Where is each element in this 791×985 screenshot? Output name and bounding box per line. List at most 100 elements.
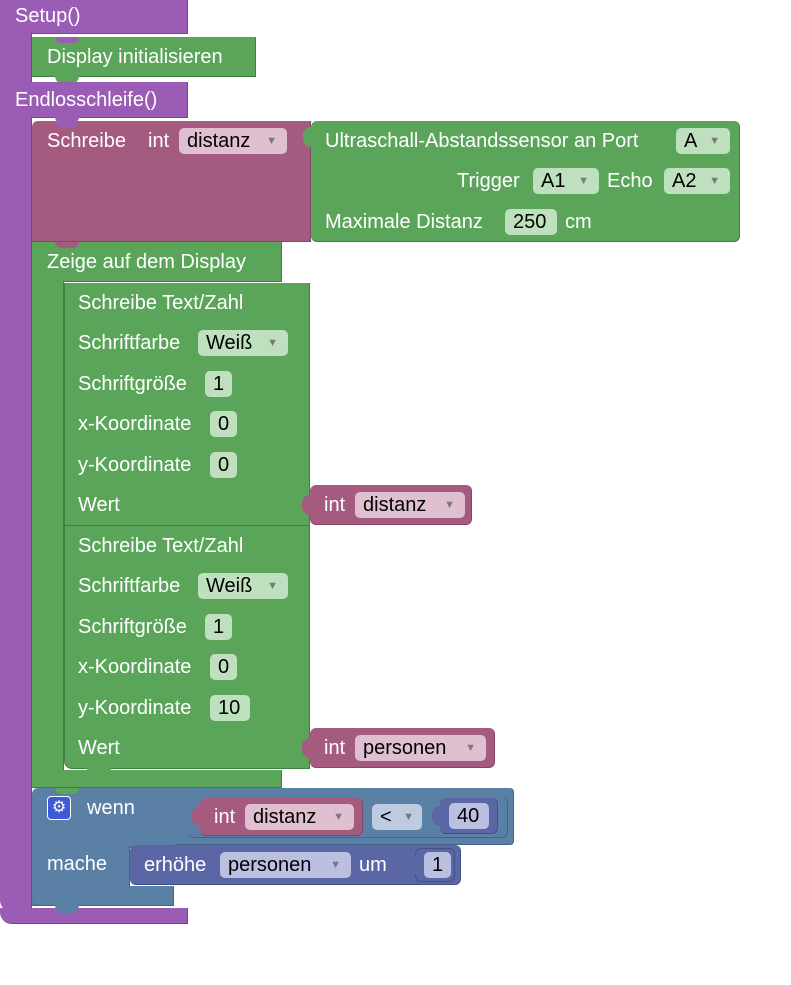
write1-size-text: 1 [213,373,225,395]
increment-value-text: 1 [432,854,444,876]
trigger-text: A1 [541,170,566,192]
if-block-bottom [32,886,174,906]
write1-label: Schreibe Text/Zahl [78,292,244,314]
assign-type: int [148,130,170,152]
display-label: Zeige auf dem Display [47,251,246,273]
if-bottom-tab [55,905,79,913]
write1-value-type: int [324,494,346,516]
echo-dropdown[interactable]: A2 ▼ [664,168,730,194]
loop-notch [55,117,79,123]
write1-color-dropdown[interactable]: Weiß ▼ [198,330,288,356]
display-notch [55,242,79,248]
dropdown-arrow-icon: ▼ [578,175,589,187]
gear-icon[interactable]: ⚙ [47,796,71,820]
if-notch [55,788,79,794]
write2-value-var-text: personen [363,737,447,759]
cond-type: int [214,806,236,828]
write1-color-text: Weiß [206,332,253,354]
dropdown-arrow-icon: ▼ [333,811,344,823]
maxdist-field[interactable]: 250 [505,209,557,235]
increment-number-plug [408,855,416,875]
dropdown-arrow-icon: ▼ [267,337,278,349]
loop-block[interactable] [0,82,188,118]
if-label: wenn [87,797,135,819]
write2-value-type: int [324,737,346,759]
write1-y-field[interactable]: 0 [210,452,237,478]
display-block[interactable] [32,242,282,282]
write1-x-text: 0 [218,413,230,435]
dropdown-arrow-icon: ▼ [266,135,277,147]
write2-size-text: 1 [213,616,225,638]
write2-size-label: Schriftgröße [78,616,187,638]
compare-number-plug [432,806,440,826]
write1-x-label: x-Koordinate [78,413,192,435]
write1-value-var-text: distanz [363,494,427,516]
sensor-plug [303,127,311,147]
assign-var-text: distanz [187,130,251,152]
write1-value-dropdown[interactable]: distanz ▼ [355,492,465,518]
write2-value-dropdown[interactable]: personen ▼ [355,735,486,761]
write2-label: Schreibe Text/Zahl [78,535,244,557]
setup-block[interactable] [0,0,188,34]
write2-x-field[interactable]: 0 [210,654,237,680]
do-label: mache [47,853,108,875]
increment-value-field[interactable]: 1 [424,852,451,878]
display-left-bar [32,281,64,773]
increment-label: erhöhe [144,854,207,876]
write1-y-label: y-Koordinate [78,454,192,476]
increment-by-label: um [359,854,387,876]
port-dropdown[interactable]: A ▼ [676,128,730,154]
write-block-2[interactable] [64,526,310,769]
write1-x-field[interactable]: 0 [210,411,237,437]
write2-x-label: x-Koordinate [78,656,192,678]
loop-label: Endlosschleife() [15,89,158,111]
assign-var-dropdown[interactable]: distanz ▼ [179,128,287,154]
setup-block-left-bar [0,33,32,83]
compare-value-field[interactable]: 40 [449,803,489,829]
write2-color-label: Schriftfarbe [78,575,181,597]
display-init-label: Display initialisieren [47,46,223,68]
operator-dropdown[interactable]: < ▼ [372,804,422,830]
loop-block-left-bar [0,117,32,912]
dropdown-arrow-icon: ▼ [709,175,720,187]
dropdown-arrow-icon: ▼ [403,811,414,823]
write2-size-field[interactable]: 1 [205,614,232,640]
dropdown-arrow-icon: ▼ [330,859,341,871]
sensor-label: Ultraschall-Abstandssensor an Port [325,130,639,152]
port-text: A [684,130,698,152]
cond-var-dropdown[interactable]: distanz ▼ [245,804,354,830]
loop-block-bottom [0,908,188,924]
dropdown-arrow-icon: ▼ [267,580,278,592]
maxdist-unit: cm [565,211,592,233]
display-bottom [32,770,282,788]
write1-value-label: Wert [78,494,120,516]
increment-var-text: personen [228,854,312,876]
increment-var-dropdown[interactable]: personen ▼ [220,852,351,878]
write2-color-dropdown[interactable]: Weiß ▼ [198,573,288,599]
write1-color-label: Schriftfarbe [78,332,181,354]
cond-var-text: distanz [253,806,317,828]
write2-value-label: Wert [78,737,120,759]
write-block-1[interactable] [64,283,310,526]
trigger-label: Trigger [457,170,520,192]
cond-var-plug [192,806,200,826]
assign-notch [55,121,79,127]
write1-size-field[interactable]: 1 [205,371,232,397]
echo-label: Echo [607,170,653,192]
write1-y-text: 0 [218,454,230,476]
write1-size-label: Schriftgröße [78,373,187,395]
write2-y-field[interactable]: 10 [210,695,250,721]
display-init-block[interactable] [32,37,256,77]
display-init-notch [55,37,79,43]
maxdist-label: Maximale Distanz [325,211,483,233]
write2-y-label: y-Koordinate [78,697,192,719]
trigger-dropdown[interactable]: A1 ▼ [533,168,599,194]
dropdown-arrow-icon: ▼ [465,742,476,754]
write2-tab [87,768,111,776]
write2-x-text: 0 [218,656,230,678]
operator-text: < [380,806,392,828]
write1-value-plug [302,495,310,515]
echo-text: A2 [672,170,697,192]
setup-label: Setup() [15,5,81,27]
maxdist-text: 250 [513,211,547,233]
